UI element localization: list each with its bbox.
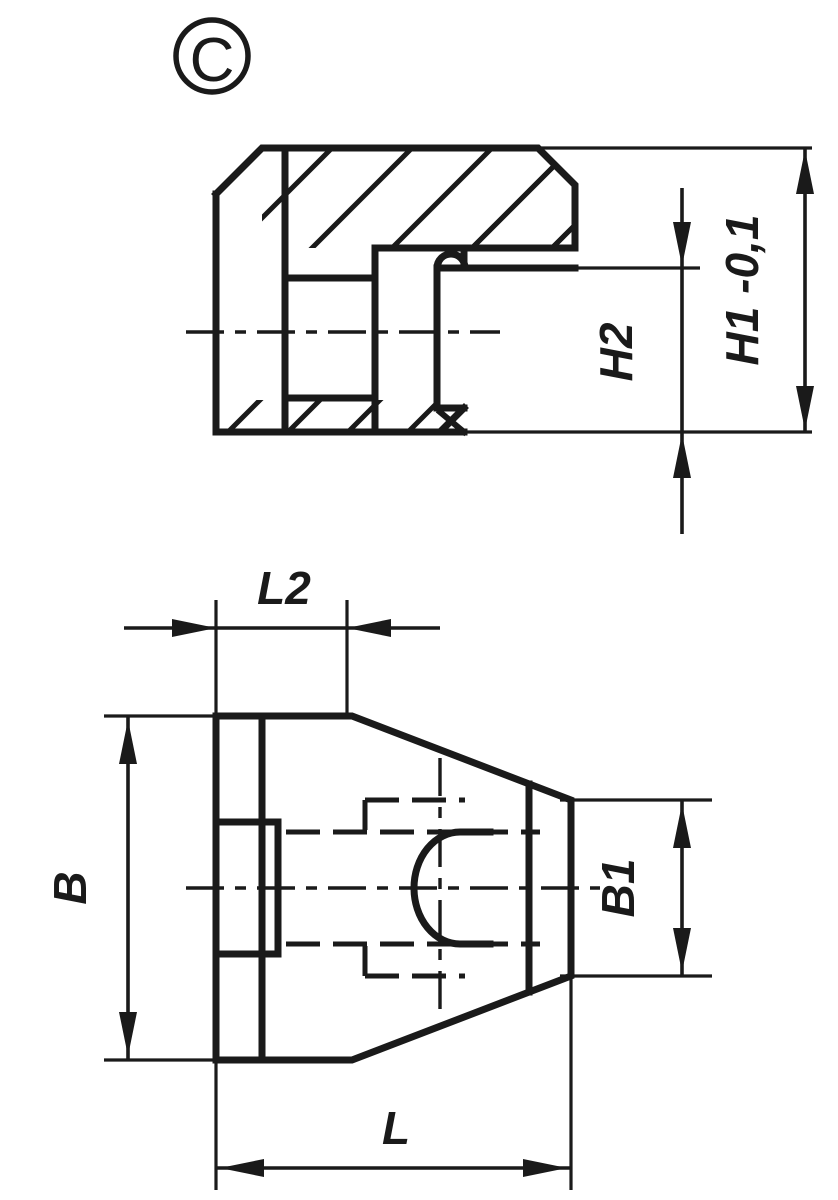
section-hatching-upper (262, 148, 575, 248)
dimension-l-arrow-left (220, 1159, 264, 1177)
plan-view (186, 712, 600, 1064)
dimension-h2-arrow-lower (673, 434, 691, 478)
dimension-l2-arrow-left (172, 619, 216, 637)
dimension-b1-arrow-top (673, 804, 691, 848)
dimension-l2: L2 (124, 562, 440, 716)
variant-marker-letter: C (190, 26, 235, 95)
dimension-l-label: L (382, 1102, 410, 1154)
dimension-b1-arrow-bottom (673, 928, 691, 972)
section-hatching-right (464, 148, 575, 248)
dimension-h1-arrow-top (796, 150, 814, 194)
dimension-h2-arrow-upper (673, 222, 691, 266)
dimension-h2-label: H2 (590, 322, 642, 381)
dimension-h2: H2 (590, 188, 691, 534)
section-hook-detail (433, 264, 468, 412)
dimension-b1: B1 (560, 798, 712, 978)
section-view (186, 144, 812, 437)
dimension-l-arrow-right (523, 1159, 567, 1177)
section-bottom-chamfer (435, 407, 469, 437)
dimension-b-arrow-bottom (119, 1012, 137, 1056)
dimension-l2-label: L2 (257, 562, 311, 614)
dimension-b-arrow-top (119, 720, 137, 764)
dimension-l2-arrow-right (347, 619, 391, 637)
section-hatching-lower (216, 400, 440, 432)
variant-marker-c: C (173, 17, 251, 95)
variant-marker-circle-icon (173, 17, 251, 95)
dimension-h1-arrow-bottom (796, 386, 814, 430)
plan-bore-arc (410, 828, 494, 948)
dimension-l: L (214, 976, 573, 1190)
dimension-b-label: B (44, 871, 96, 904)
dimension-h1-label: H1 -0,1 (716, 215, 768, 366)
dimension-b: B (44, 714, 232, 1062)
dimension-b1-label: B1 (592, 859, 644, 918)
dimension-h1: H1 -0,1 (716, 148, 814, 432)
section-hook-radius (433, 250, 579, 272)
